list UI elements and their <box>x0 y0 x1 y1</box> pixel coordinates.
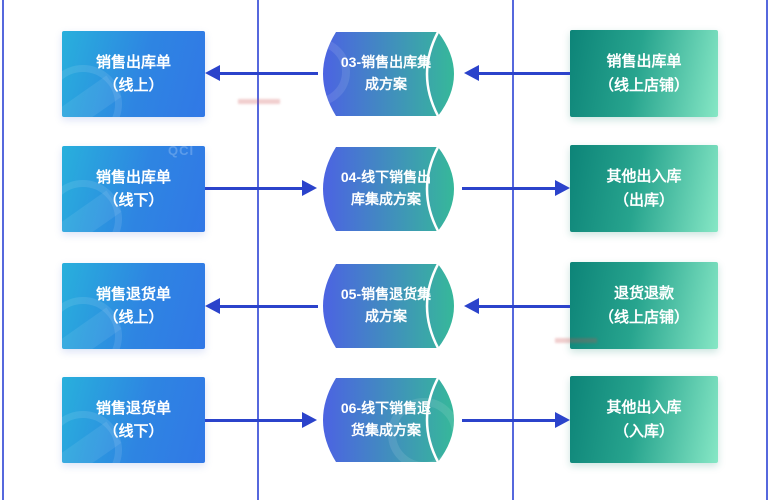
node-label: 其他出入库 （出库） <box>606 168 682 209</box>
arrowhead-right-icon <box>555 412 570 428</box>
node-label: 退货退款 （线上店铺） <box>598 285 689 326</box>
flow-node-plan-03: 03-销售出库集 成方案 <box>312 29 468 119</box>
connector-line <box>462 419 556 422</box>
node-label: 销售出库单 （线下） <box>95 168 171 209</box>
red-watermark <box>238 99 280 104</box>
cylinder-shape-icon <box>323 146 454 232</box>
lane-divider <box>766 0 768 500</box>
flow-node-sales-outbound-offline: 销售出库单 （线下） <box>62 146 205 232</box>
flow-node-sales-outbound-online-shop: 销售出库单 （线上店铺） <box>570 30 718 117</box>
connector-line <box>478 72 570 75</box>
cylinder-shape-icon <box>323 31 454 117</box>
lane-divider <box>2 0 4 500</box>
arrowhead-right-icon <box>302 180 317 196</box>
flow-node-sales-return-offline: 销售退货单 （线下） <box>62 377 205 463</box>
node-label: 销售出库单 （线上） <box>95 53 171 94</box>
flow-node-plan-04: 04-线下销售出 库集成方案 <box>312 144 468 234</box>
arrowhead-right-icon <box>302 412 317 428</box>
connector-line <box>217 305 318 308</box>
node-label: 04-线下销售出 库集成方案 <box>340 169 432 207</box>
flow-node-sales-outbound-online: 销售出库单 （线上） <box>62 31 205 117</box>
connector-line <box>205 187 302 190</box>
node-label: 销售退货单 （线上） <box>95 285 171 326</box>
connector-line <box>205 419 302 422</box>
connector-line <box>217 72 318 75</box>
node-label: 03-销售出库集 成方案 <box>340 54 432 92</box>
flow-node-sales-return-online: 销售退货单 （线上） <box>62 263 205 349</box>
node-label: 销售退货单 （线下） <box>95 399 171 440</box>
node-label: 05-销售退货集 成方案 <box>340 286 432 324</box>
arrowhead-left-icon <box>205 298 220 314</box>
flow-node-return-refund-online-shop: 退货退款 （线上店铺） <box>570 262 718 349</box>
red-watermark <box>555 338 597 343</box>
flow-node-plan-05: 05-销售退货集 成方案 <box>312 261 468 351</box>
watermark-ring <box>388 398 460 470</box>
arrowhead-right-icon <box>555 180 570 196</box>
connector-line <box>462 187 556 190</box>
arrowhead-left-icon <box>464 298 479 314</box>
arrowhead-left-icon <box>464 65 479 81</box>
watermark-text: QCI <box>168 143 195 158</box>
flow-node-other-inout-outbound: 其他出入库 （出库） <box>570 145 718 232</box>
lane-divider <box>257 0 259 500</box>
flow-node-other-inout-inbound: 其他出入库 （入库） <box>570 376 718 463</box>
cylinder-shape-icon <box>323 263 454 349</box>
lane-divider <box>512 0 514 500</box>
arrowhead-left-icon <box>205 65 220 81</box>
node-label: 销售出库单 （线上店铺） <box>598 53 689 94</box>
connector-line <box>478 305 570 308</box>
node-label: 其他出入库 （入库） <box>606 399 682 440</box>
